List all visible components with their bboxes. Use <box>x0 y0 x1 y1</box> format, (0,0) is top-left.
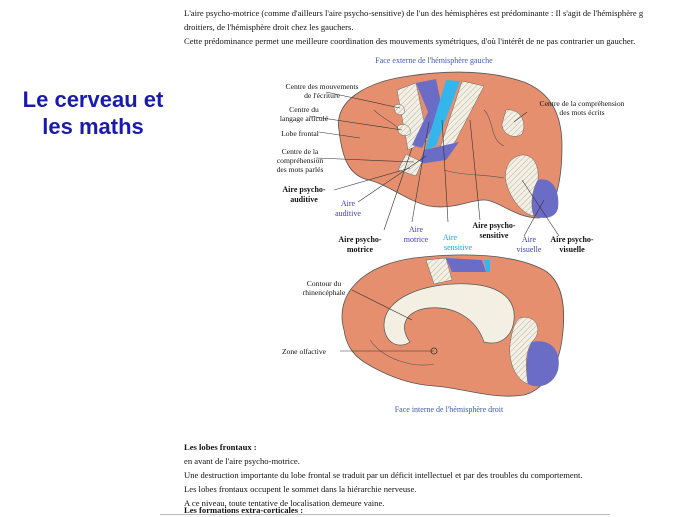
frontal-lobes-section: Les lobes frontaux : en avant de l'aire … <box>184 440 583 510</box>
label-spoken-3: des mots parlés <box>277 165 324 174</box>
label-motor-1: Aire <box>409 225 424 234</box>
label-contour-2: rhinencéphale <box>303 288 346 297</box>
label-writing-1: Centre des mouvements <box>286 82 359 91</box>
intro-line: Cette prédominance permet une meilleure … <box>184 36 636 46</box>
cut-off-heading: Les formations extra-corticales : <box>184 505 304 513</box>
label-spoken-1: Centre de la <box>282 147 319 156</box>
sensory-area <box>425 80 460 150</box>
label-motor-2: motrice <box>404 235 429 244</box>
document-panel: L'aire psycho-motrice (comme d'ailleurs … <box>184 0 695 517</box>
intro-line: droitiers, de l'hémisphère droit chez le… <box>184 22 354 32</box>
label-written-2: des mots écrits <box>559 108 604 117</box>
visual-area-lower <box>526 341 559 387</box>
label-psycho-motor-2: motrice <box>347 245 374 254</box>
label-auditive-1: Aire <box>341 199 356 208</box>
slide-title-line1: Le cerveau et <box>22 87 164 112</box>
label-psycho-visual-2: visuelle <box>559 245 585 254</box>
section-heading: Les lobes frontaux : <box>184 442 257 452</box>
sensory-area-lower <box>484 260 490 272</box>
psycho-stripe-lower <box>425 257 453 285</box>
caption-bottom: Face interne de l'hémisphère droit <box>395 405 504 414</box>
speech-centre <box>397 124 411 136</box>
divider <box>160 514 610 515</box>
cortex-shape-lower <box>341 254 565 397</box>
label-psycho-sensory-1: Aire psycho- <box>472 221 516 230</box>
slide-title-line2: les maths <box>42 114 144 139</box>
brain-internal-view <box>341 254 565 397</box>
section-line: Les lobes frontaux occupent le sommet da… <box>184 484 417 494</box>
brain-external-view <box>338 71 563 219</box>
callout-lines-upper <box>308 91 560 237</box>
brain-figure: Face externe de l'hémisphère gauche <box>277 56 624 414</box>
label-written-1: Centre de la compréhension <box>540 99 624 108</box>
label-psycho-auditive-2: auditive <box>290 195 318 204</box>
label-psycho-visual-1: Aire psycho- <box>550 235 594 244</box>
label-sensory-2: sensitive <box>444 243 472 252</box>
label-psycho-auditive-1: Aire psycho- <box>282 185 326 194</box>
auditory-area <box>419 142 459 164</box>
psycho-visual-stripe <box>505 154 539 217</box>
caption-top: Face externe de l'hémisphère gauche <box>375 56 493 65</box>
label-contour-1: Contour du <box>307 279 342 288</box>
motor-area <box>412 79 442 148</box>
label-speech-2: langage articulé <box>280 114 329 123</box>
motor-area-lower <box>446 258 486 272</box>
label-sensory-1: Aire <box>443 233 458 242</box>
intro-line: L'aire psycho-motrice (comme d'ailleurs … <box>184 8 644 18</box>
psycho-visual-lower <box>509 317 538 385</box>
callout-lines-lower <box>340 289 434 352</box>
label-speech-1: Centre du <box>289 105 319 114</box>
label-writing-2: de l'écriture <box>304 91 340 100</box>
intro-paragraph: L'aire psycho-motrice (comme d'ailleurs … <box>184 6 643 48</box>
label-psycho-sensory-2: sensitive <box>480 231 509 240</box>
label-psycho-motor-1: Aire psycho- <box>338 235 382 244</box>
label-visual-1: Aire <box>522 235 537 244</box>
label-olfactory: Zone olfactive <box>282 347 327 356</box>
label-spoken-2: compréhension <box>277 156 324 165</box>
written-words-area <box>501 109 524 137</box>
section-line: A ce niveau, toute tentative de localisa… <box>184 498 385 508</box>
label-frontal-lobe: Lobe frontal <box>281 129 319 138</box>
visual-area <box>531 179 559 218</box>
limbic-ring <box>383 283 515 346</box>
section-line: en avant de l'aire psycho-motrice. <box>184 456 300 466</box>
label-visual-2: visuelle <box>517 245 542 254</box>
section-line: Une destruction importante du lobe front… <box>184 470 583 480</box>
label-auditive-2: auditive <box>335 209 361 218</box>
slide-title: Le cerveau et les maths <box>8 86 178 140</box>
psycho-auditory-area <box>397 153 423 177</box>
